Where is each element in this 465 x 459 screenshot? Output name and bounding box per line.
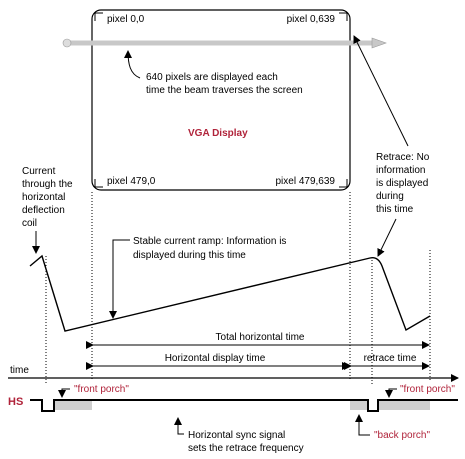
porch-region-right-front	[377, 400, 430, 410]
front-porch-left-leader	[58, 388, 70, 398]
current-label-line3: horizontal	[22, 192, 65, 203]
retrace-time-label: retrace time	[364, 353, 417, 364]
retrace-label-line5: this time	[376, 204, 414, 215]
beam-note-leader	[124, 50, 141, 79]
ramp-label-line1: Stable current ramp: Information is	[133, 236, 286, 247]
ramp-label-line2: displayed during this time	[133, 250, 246, 261]
current-label-line4: deflection	[22, 205, 65, 216]
current-label-line5: coil	[22, 218, 37, 229]
corner-bracket-bottom-left	[94, 179, 103, 188]
ramp-leader	[109, 239, 130, 319]
deflection-current-waveform	[29, 254, 431, 332]
hs-signal-waveform	[30, 399, 458, 412]
corner-bracket-bottom-right	[339, 179, 348, 188]
vga-screen	[91, 9, 351, 191]
hs-label: HS	[8, 396, 23, 408]
sync-note-line1: Horizontal sync signal	[188, 430, 285, 441]
corner-label-bottom-right: pixel 479,639	[276, 176, 336, 187]
front-porch-left-label: "front porch"	[74, 384, 129, 395]
back-porch-leader	[355, 414, 370, 436]
corner-label-top-left: pixel 0,0	[107, 14, 145, 25]
retrace-arrow-up	[353, 35, 409, 147]
vga-display-title: VGA Display	[188, 128, 248, 139]
porch-region-right-back	[350, 400, 368, 410]
corner-bracket-top-left	[94, 12, 103, 21]
corner-label-bottom-left: pixel 479,0	[107, 176, 156, 187]
sync-note-line2: sets the retrace frequency	[188, 443, 304, 454]
retrace-label-line2: information	[376, 165, 425, 176]
back-porch-label: "back porch"	[374, 430, 430, 441]
beam-source	[62, 38, 72, 48]
current-label-line2: through the	[22, 179, 73, 190]
corner-bracket-top-right	[339, 12, 348, 21]
retrace-label-line4: during	[376, 191, 404, 202]
front-porch-right-leader	[385, 388, 397, 398]
time-axis-label: time	[10, 365, 29, 376]
beam-note-line2: time the beam traverses the screen	[146, 85, 303, 96]
current-label-line1: Current	[22, 166, 56, 177]
display-time-label: Horizontal display time	[165, 353, 266, 364]
porch-region-left	[55, 400, 92, 410]
beam-arrow-tip	[371, 37, 387, 49]
sync-note-leader	[174, 417, 184, 435]
corner-label-top-right: pixel 0,639	[287, 14, 336, 25]
total-time-label: Total horizontal time	[216, 332, 305, 343]
beam-note-line1: 640 pixels are displayed each	[146, 72, 278, 83]
retrace-label-line1: Retrace: No	[376, 152, 430, 163]
retrace-arrow-down	[377, 218, 397, 257]
front-porch-right-label: "front porch"	[400, 384, 455, 395]
retrace-label-line3: is displayed	[376, 178, 428, 189]
